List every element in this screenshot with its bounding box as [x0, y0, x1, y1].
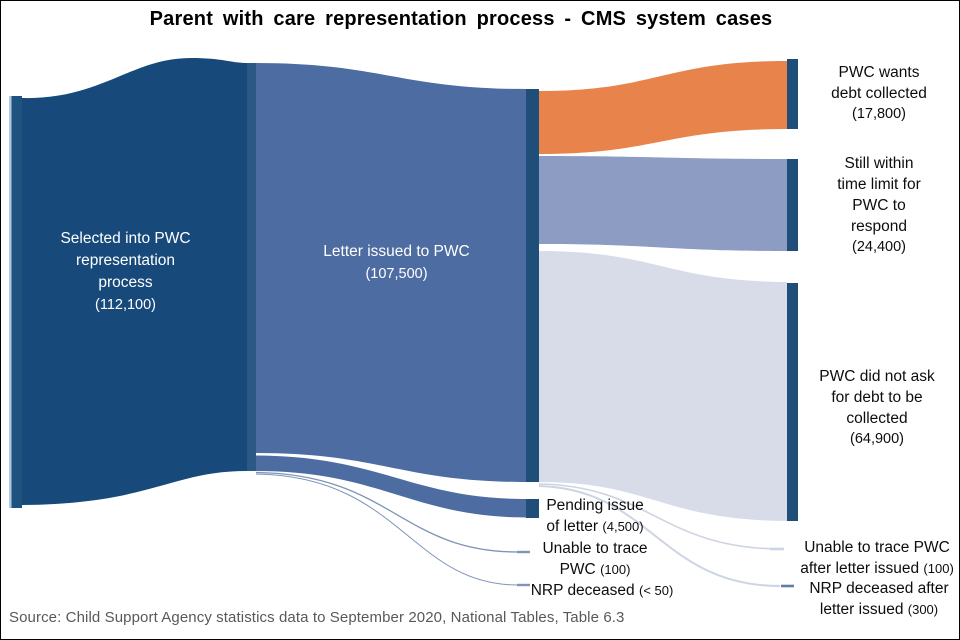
flow-pending-issue-of-letter: [256, 455, 526, 518]
flow-unable-to-trace-pwc: [255, 471, 519, 553]
label-pending-issue: Pending issue of letter (4,500): [546, 497, 644, 535]
flow-nrp-deceased: [255, 473, 519, 586]
label-nrp-deceased: NRP deceased (< 50): [530, 582, 674, 599]
flow-unable-to-trace-after-letter: [538, 483, 784, 550]
flow-selected-to-letter-junction: [22, 58, 247, 505]
flow-nrp-deceased-after-letter: [538, 485, 781, 587]
label-nrp-after-letter: NRP deceased after letter issued (300): [809, 580, 949, 618]
source-note: Source: Child Support Agency statistics …: [9, 609, 625, 626]
chart-title: Parent with care representation process …: [149, 8, 773, 30]
label-letter-issued: Letter issued to PWC (107,500): [323, 243, 470, 282]
label-pwc-wants-debt: PWC wants debt collected (17,800): [831, 64, 927, 122]
label-still-within-time: Still within time limit for PWC to respo…: [837, 155, 921, 255]
label-did-not-ask: PWC did not ask for debt to be collected…: [819, 368, 935, 447]
node-bar-letter-issued: [526, 89, 539, 482]
flow-letter-issued: [256, 63, 526, 482]
node-bar-still-within: [787, 159, 798, 251]
label-selected-into-process: Selected into PWC representation process…: [60, 230, 191, 313]
node-bar-selected-edge: [9, 96, 12, 508]
node-bar-letter-junction: [247, 63, 256, 471]
flow-pwc-did-not-ask: [539, 251, 787, 521]
label-unable-to-trace: Unable to trace PWC (100): [542, 540, 648, 578]
node-bar-pending-issue: [526, 499, 539, 518]
node-bar-pwc-wants-debt: [787, 59, 798, 129]
flow-still-within-time-limit: [539, 156, 787, 251]
label-unable-after-letter: Unable to trace PWC after letter issued …: [800, 539, 954, 577]
node-bar-did-not-ask: [787, 283, 798, 521]
flow-pwc-wants-debt-collected: [539, 61, 787, 154]
node-bar-selected: [11, 96, 22, 508]
